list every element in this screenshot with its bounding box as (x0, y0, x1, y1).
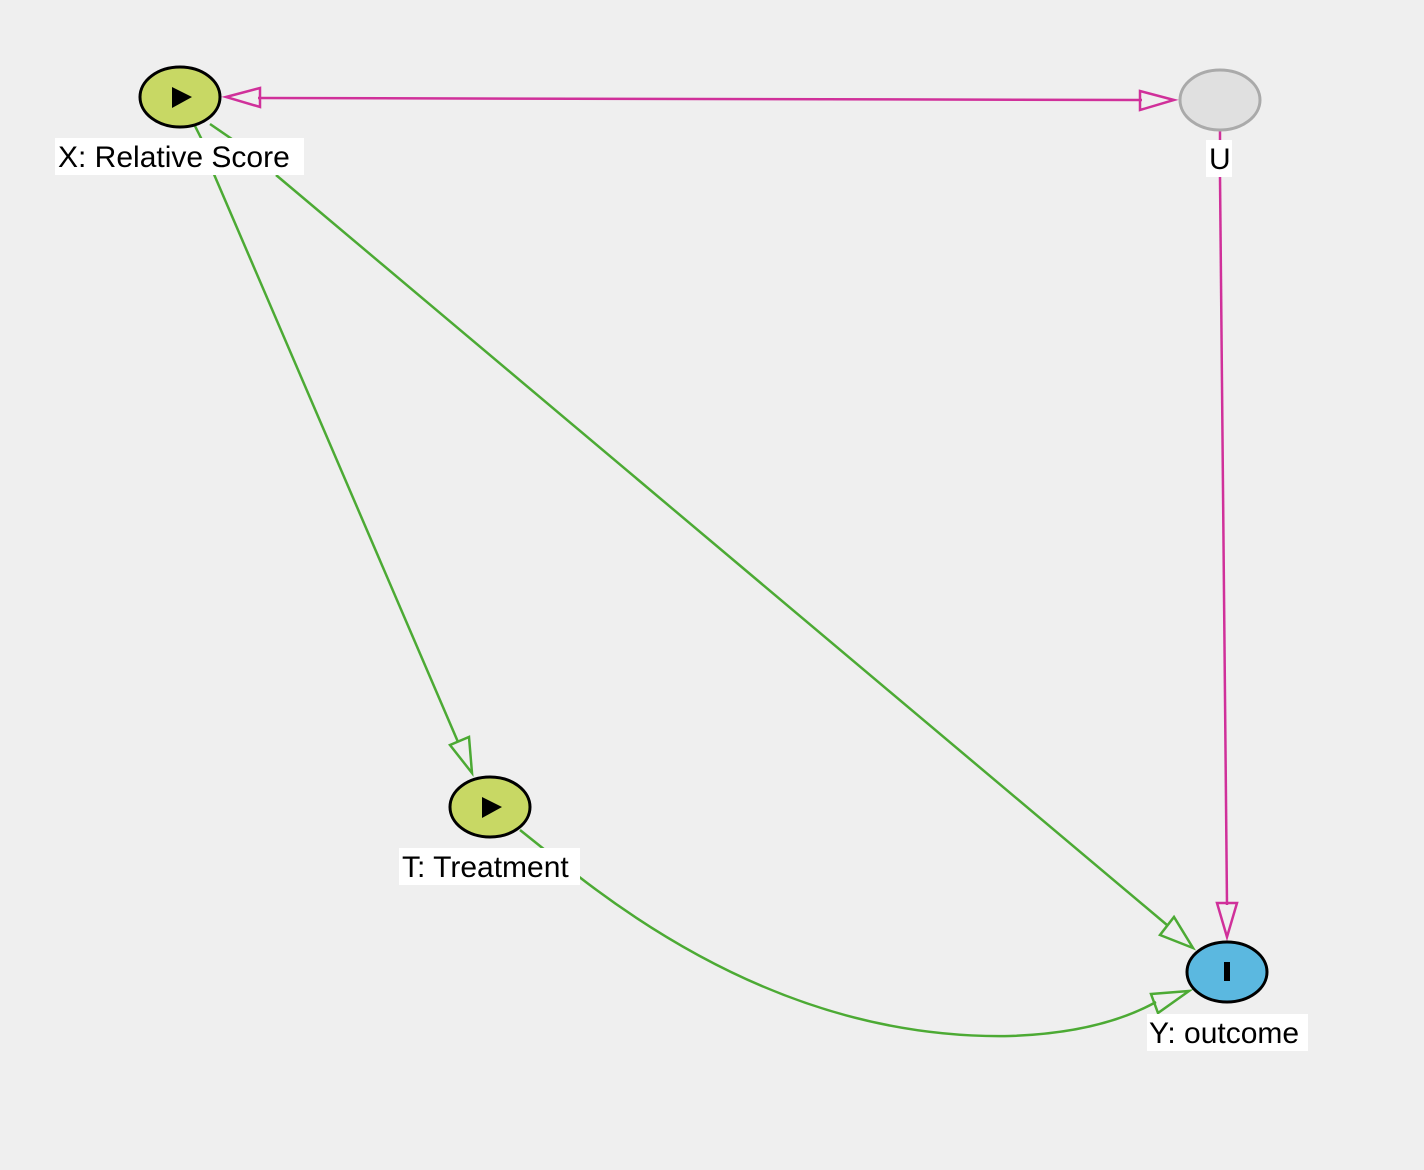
arrowhead-y-from-x (1157, 914, 1197, 951)
node-t-label: T: Treatment (402, 851, 569, 884)
arrowhead-y-from-u (1215, 901, 1239, 942)
edges-layer (193, 86, 1239, 1038)
nodes-layer: X: Relative Score U T: Treatment Y: outc… (55, 65, 1308, 1051)
play-triangle-icon (482, 797, 502, 818)
node-t-label-background (399, 848, 580, 885)
play-triangle-icon (172, 87, 192, 108)
edge-x-t[interactable] (193, 125, 474, 778)
arrowhead-t-from-x (448, 735, 474, 778)
arrowhead-y-from-t (1149, 989, 1194, 1015)
edge-t-y[interactable] (519, 829, 1194, 1038)
node-u[interactable]: U (1178, 68, 1262, 177)
node-t[interactable]: T: Treatment (399, 775, 580, 885)
node-x-label: X: Relative Score (58, 141, 290, 174)
node-y-label: Y: outcome (1149, 1017, 1299, 1050)
node-x-label-background (55, 138, 304, 175)
node-x[interactable]: X: Relative Score (55, 65, 304, 175)
arrowhead-u-end (1138, 89, 1179, 112)
node-y-label-background (1147, 1014, 1308, 1051)
edge-x-u[interactable] (221, 86, 1179, 112)
node-u-label: U (1209, 143, 1231, 176)
node-u-label-background (1206, 140, 1232, 177)
arrowhead-x-end (221, 86, 262, 109)
node-y[interactable]: Y: outcome (1147, 940, 1308, 1051)
bar-icon (1224, 962, 1230, 981)
